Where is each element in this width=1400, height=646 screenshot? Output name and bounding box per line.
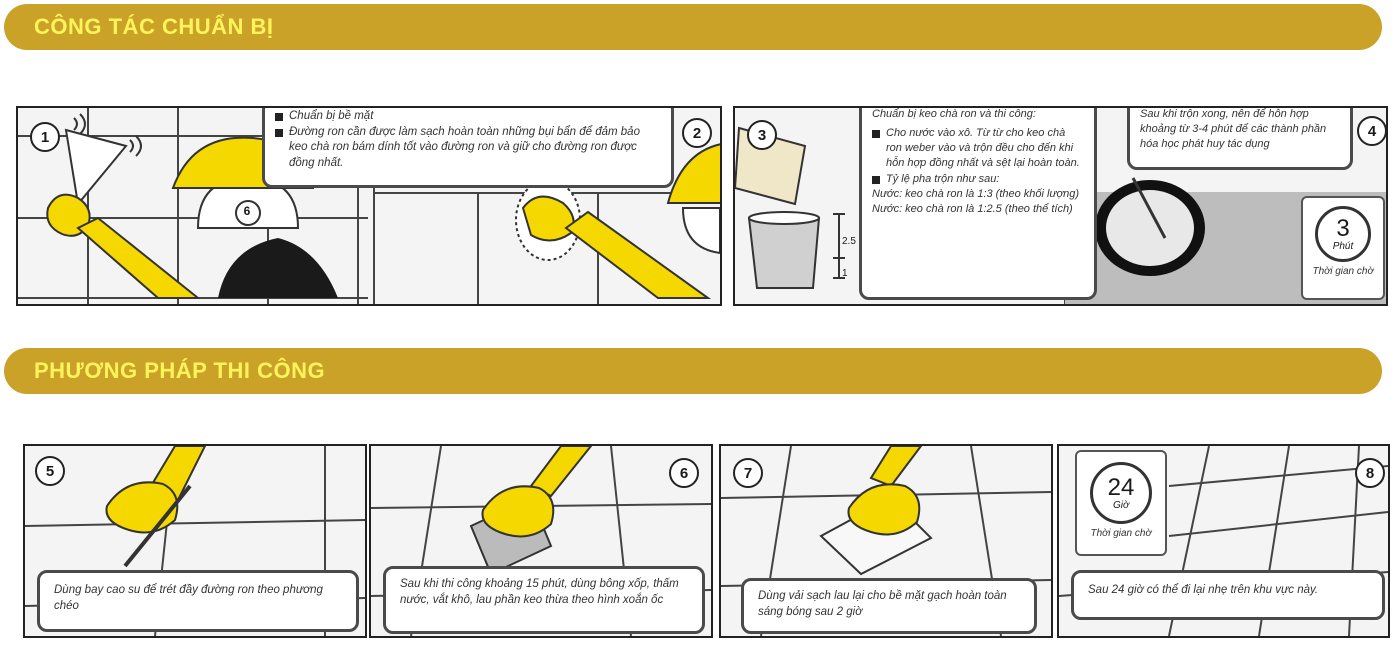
timer-label: Thời gian chờ (1090, 528, 1152, 539)
panel-surface-prep: 1 2 6 Chuẩn bị bề mặt Đường ron cần được… (16, 106, 722, 306)
scraper-icon (64, 128, 128, 207)
clock-icon: 3 Phút (1315, 206, 1371, 262)
rubber-float-icon (123, 484, 192, 568)
step-number-8: 8 (1355, 458, 1385, 488)
panel-step-7: 7 Dùng vải sạch lau lại cho bề mặt gạch … (719, 444, 1053, 638)
callout-rest-time: Sau khi trộn xong, nên để hỗn hợp khoảng… (1127, 108, 1353, 170)
ratio-volume: Nước: keo chà ron là 1:2.5 (theo thể tíc… (872, 203, 1073, 216)
cloth-polishing-illustration (721, 446, 1051, 636)
mixing-item-2: Tỷ lệ pha trộn như sau: (872, 172, 1084, 187)
step7-text: Dùng vải sạch lau lại cho bề mặt gạch ho… (758, 590, 1007, 618)
timer-label: Thời gian chờ (1312, 266, 1374, 277)
bucket-ratio-top: 2.5 (842, 236, 856, 247)
timer-value: 3 (1336, 214, 1350, 242)
clock-icon: 24 Giờ (1090, 462, 1152, 524)
callout-step-5: Dùng bay cao su để trét đầy đường ron th… (37, 570, 359, 632)
panel-mixing: 2.5 1 3 4 Chuẩn bị keo chà ron và thi cô… (733, 106, 1388, 306)
mixing-item-1: Cho nước vào xô. Từ từ cho keo chà ron w… (872, 126, 1084, 171)
surface-item-1: Chuẩn bị bề mặt (275, 109, 661, 125)
callout-surface-prep: Chuẩn bị bề mặt Đường ron cần được làm s… (262, 108, 674, 188)
mixing-heading: Chuẩn bị keo chà ron và thi công: (872, 108, 1036, 120)
worker-badge: 6 (243, 204, 251, 218)
step5-text: Dùng bay cao su để trét đầy đường ron th… (54, 584, 323, 612)
panel-step-5: 5 Dùng bay cao su để trét đầy đường ron … (23, 444, 367, 638)
callout-step-8: Sau 24 giờ có thể đi lại nhẹ trên khu vự… (1071, 570, 1385, 620)
callout-step-6: Sau khi thi công khoảng 15 phút, dùng bô… (383, 566, 705, 634)
timer-24-hours: 24 Giờ Thời gian chờ (1075, 450, 1167, 556)
surface-item-2: Đường ron cần được làm sạch hoàn toàn nh… (275, 125, 661, 172)
step8-text: Sau 24 giờ có thể đi lại nhẹ trên khu vự… (1088, 584, 1319, 596)
glove-icon (481, 485, 555, 538)
glove-icon (847, 483, 921, 536)
timer-unit: Giờ (1112, 499, 1130, 511)
step-number-3: 3 (747, 120, 777, 150)
panel-step-8: 8 24 Giờ Thời gian chờ Sau 24 giờ có thể… (1057, 444, 1390, 638)
bucket-icon (747, 217, 821, 289)
glove-icon (105, 481, 179, 534)
hard-hat-icon (666, 143, 720, 204)
callout-step-7: Dùng vải sạch lau lại cho bề mặt gạch ho… (741, 578, 1037, 634)
step-number-4: 4 (1357, 116, 1386, 146)
timer-3-minutes: 3 Phút Thời gian chờ (1301, 196, 1385, 300)
step6-text: Sau khi thi công khoảng 15 phút, dùng bô… (400, 578, 679, 606)
step-number-1: 1 (30, 122, 60, 152)
rest-text: Sau khi trộn xong, nên để hỗn hợp khoảng… (1140, 108, 1327, 150)
timer-unit: Phút (1332, 240, 1354, 252)
step-number-7: 7 (733, 458, 763, 488)
section-title: PHƯƠNG PHÁP THI CÔNG (34, 358, 326, 383)
section-banner-method: PHƯƠNG PHÁP THI CÔNG (4, 348, 1382, 394)
panel-step-6: 6 Sau khi thi công khoảng 15 phút, dùng … (369, 444, 713, 638)
bucket-ratio-bottom: 1 (842, 268, 848, 279)
float-application-illustration (25, 446, 365, 636)
timer-value: 24 (1107, 473, 1135, 501)
section-title: CÔNG TÁC CHUẨN BỊ (34, 14, 274, 39)
step-number-5: 5 (35, 456, 65, 486)
glove-icon (521, 195, 575, 242)
step-number-6: 6 (669, 458, 699, 488)
ratio-weight: Nước: keo chà ron là 1:3 (theo khối lượn… (872, 188, 1080, 201)
callout-mixing: Chuẩn bị keo chà ron và thi công: Cho nư… (859, 108, 1097, 300)
step-number-2: 2 (682, 118, 712, 148)
section-banner-preparation: CÔNG TÁC CHUẨN BỊ (4, 4, 1382, 50)
